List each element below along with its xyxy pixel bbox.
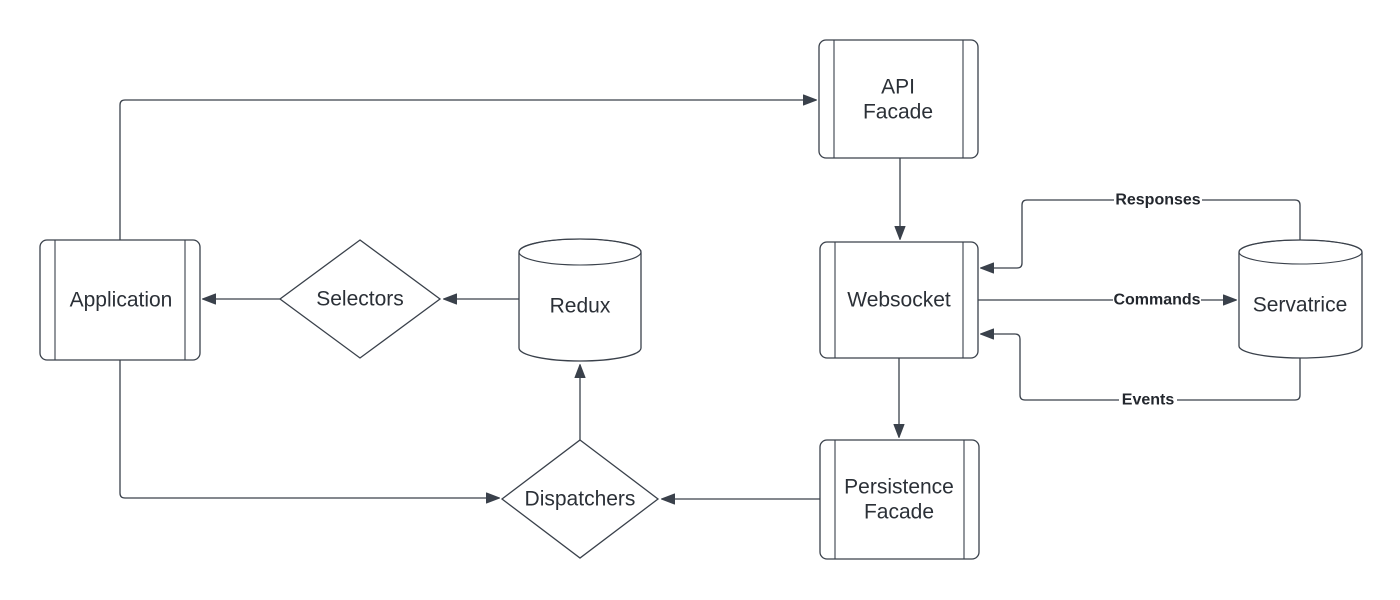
edge-label-responses-text: Responses (1115, 192, 1200, 209)
node-servatrice-label: Servatrice (1253, 294, 1348, 317)
edge-label-commands-text: Commands (1113, 292, 1200, 309)
edge-events (981, 334, 1301, 401)
edges: Responses Commands Events (119, 100, 1301, 499)
node-persistence-facade-label-line1: Persistence (844, 476, 954, 499)
edge-label-responses: Responses (1114, 191, 1202, 209)
node-api-facade: API Facade (818, 39, 979, 159)
node-redux: Redux (518, 238, 642, 362)
node-selectors-label: Selectors (316, 288, 404, 311)
node-api-facade-label-line2: Facade (863, 101, 933, 124)
node-websocket-label: Websocket (847, 289, 951, 312)
edge-application-to-dispatchers (119, 360, 499, 498)
node-redux-label: Redux (550, 295, 611, 318)
edge-label-events-text: Events (1122, 392, 1175, 409)
node-dispatchers-label: Dispatchers (525, 488, 636, 511)
node-persistence-facade: Persistence Facade (819, 439, 980, 560)
node-selectors: Selectors (278, 239, 442, 359)
node-dispatchers: Dispatchers (500, 439, 660, 559)
edge-label-commands: Commands (1113, 291, 1201, 309)
node-api-facade-label-line1: API (881, 76, 915, 99)
node-websocket: Websocket (819, 241, 979, 359)
node-servatrice: Servatrice (1238, 239, 1363, 359)
edge-label-events: Events (1119, 391, 1177, 409)
edge-responses (981, 199, 1301, 268)
node-application: Application (39, 239, 201, 361)
edge-application-to-api-facade (119, 100, 816, 240)
node-application-label: Application (70, 289, 173, 312)
node-persistence-facade-label-line2: Facade (864, 501, 934, 524)
